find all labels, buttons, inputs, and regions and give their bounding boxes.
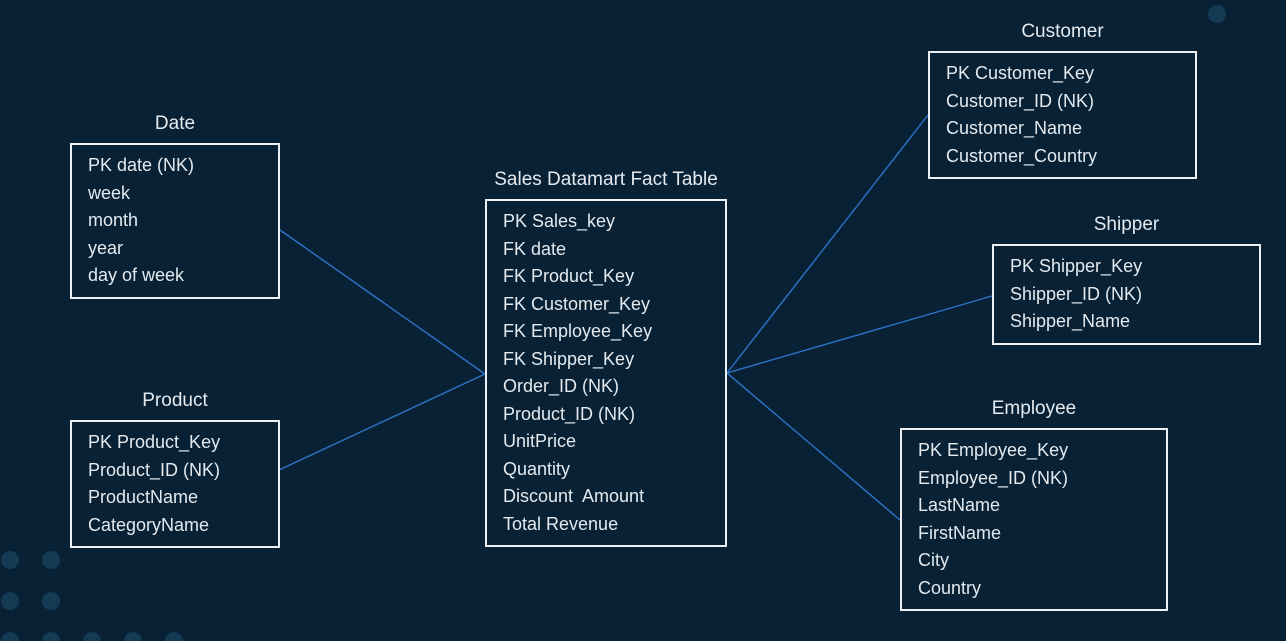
attribute-row: Customer_Country bbox=[946, 145, 1098, 166]
attribute-row: PK Product_Key bbox=[88, 432, 221, 452]
attribute-row: Quantity bbox=[503, 458, 571, 479]
entity-fact-title: Sales Datamart Fact Table bbox=[494, 169, 718, 190]
entity-employee: Employee PK Employee_Key Employee_ID (NK… bbox=[900, 395, 1168, 611]
entity-customer-title: Customer bbox=[1021, 21, 1104, 42]
attribute-row: FirstName bbox=[918, 522, 1002, 543]
attribute-row: LastName bbox=[918, 495, 1001, 515]
line-fact-to-shipper bbox=[726, 295, 993, 374]
decor-dot bbox=[1208, 5, 1226, 23]
entity-fact-table: Sales Datamart Fact Table PK Sales_key F… bbox=[485, 166, 727, 547]
decor-dot bbox=[42, 632, 60, 641]
attribute-row: Order_ID (NK) bbox=[503, 376, 620, 396]
entity-product-title: Product bbox=[142, 390, 208, 411]
line-date-to-fact bbox=[279, 229, 486, 375]
attribute-row: Product_ID (NK) bbox=[503, 403, 636, 424]
decor-dot bbox=[83, 632, 101, 641]
attribute-row: year bbox=[88, 237, 124, 258]
attribute-row: PK Customer_Key bbox=[946, 63, 1095, 83]
attribute-row: Product_ID (NK) bbox=[88, 459, 221, 480]
attribute-row: FK Employee_Key bbox=[503, 321, 653, 341]
attribute-row: month bbox=[88, 210, 139, 230]
entity-employee-box: PK Employee_Key Employee_ID (NK) LastNam… bbox=[900, 428, 1168, 611]
decor-dot bbox=[1, 632, 19, 641]
entity-shipper-box: PK Shipper_Key Shipper_ID (NK) Shipper_N… bbox=[992, 244, 1261, 345]
attribute-row: Country bbox=[918, 577, 982, 598]
entity-product-box: PK Product_Key Product_ID (NK) ProductNa… bbox=[70, 420, 280, 548]
entity-employee-title: Employee bbox=[991, 398, 1077, 419]
entity-date-title: Date bbox=[154, 113, 196, 134]
attribute-row: Discount Amount bbox=[503, 486, 645, 506]
decor-dot bbox=[124, 632, 142, 641]
attribute-row: CategoryName bbox=[88, 514, 210, 535]
attribute-row: City bbox=[918, 550, 949, 570]
entity-shipper: Shipper PK Shipper_Key Shipper_ID (NK) S… bbox=[992, 211, 1261, 345]
entity-customer-box: PK Customer_Key Customer_ID (NK) Custome… bbox=[928, 51, 1197, 179]
entity-fact-box: PK Sales_key FK date FK Product_Key FK C… bbox=[485, 199, 727, 547]
decor-dot bbox=[42, 592, 60, 610]
entity-customer: Customer PK Customer_Key Customer_ID (NK… bbox=[928, 18, 1197, 179]
attribute-row: Shipper_ID (NK) bbox=[1010, 283, 1143, 304]
entity-date: Date PK date (NK) week month year day of… bbox=[70, 110, 280, 299]
attribute-row: UnitPrice bbox=[503, 431, 577, 451]
attribute-row: PK Shipper_Key bbox=[1010, 256, 1143, 276]
attribute-row: FK Customer_Key bbox=[503, 293, 651, 314]
attribute-row: FK date bbox=[503, 238, 567, 259]
line-fact-to-employee bbox=[726, 372, 901, 521]
attribute-row: Total Revenue bbox=[503, 513, 619, 534]
attribute-row: Shipper_Name bbox=[1010, 311, 1131, 331]
attribute-row: week bbox=[88, 182, 131, 203]
entity-date-box: PK date (NK) week month year day of week bbox=[70, 143, 280, 299]
decor-dot bbox=[1, 551, 19, 569]
line-fact-to-customer bbox=[726, 114, 929, 374]
line-product-to-fact bbox=[278, 373, 486, 471]
attribute-row: PK Sales_key bbox=[503, 211, 616, 231]
attribute-row: FK Product_Key bbox=[503, 266, 635, 286]
attribute-row: FK Shipper_Key bbox=[503, 348, 635, 369]
attribute-row: ProductName bbox=[88, 487, 199, 507]
attribute-row: day of week bbox=[88, 265, 185, 285]
decor-dot bbox=[1, 592, 19, 610]
entity-product: Product PK Product_Key Product_ID (NK) P… bbox=[70, 387, 280, 548]
attribute-row: PK date (NK) bbox=[88, 155, 195, 175]
attribute-row: Employee_ID (NK) bbox=[918, 467, 1069, 488]
decor-dot bbox=[165, 632, 183, 641]
attribute-row: Customer_Name bbox=[946, 118, 1083, 138]
attribute-row: Customer_ID (NK) bbox=[946, 90, 1095, 111]
attribute-row: PK Employee_Key bbox=[918, 440, 1069, 460]
entity-shipper-title: Shipper bbox=[1093, 214, 1160, 235]
decor-dot bbox=[42, 551, 60, 569]
